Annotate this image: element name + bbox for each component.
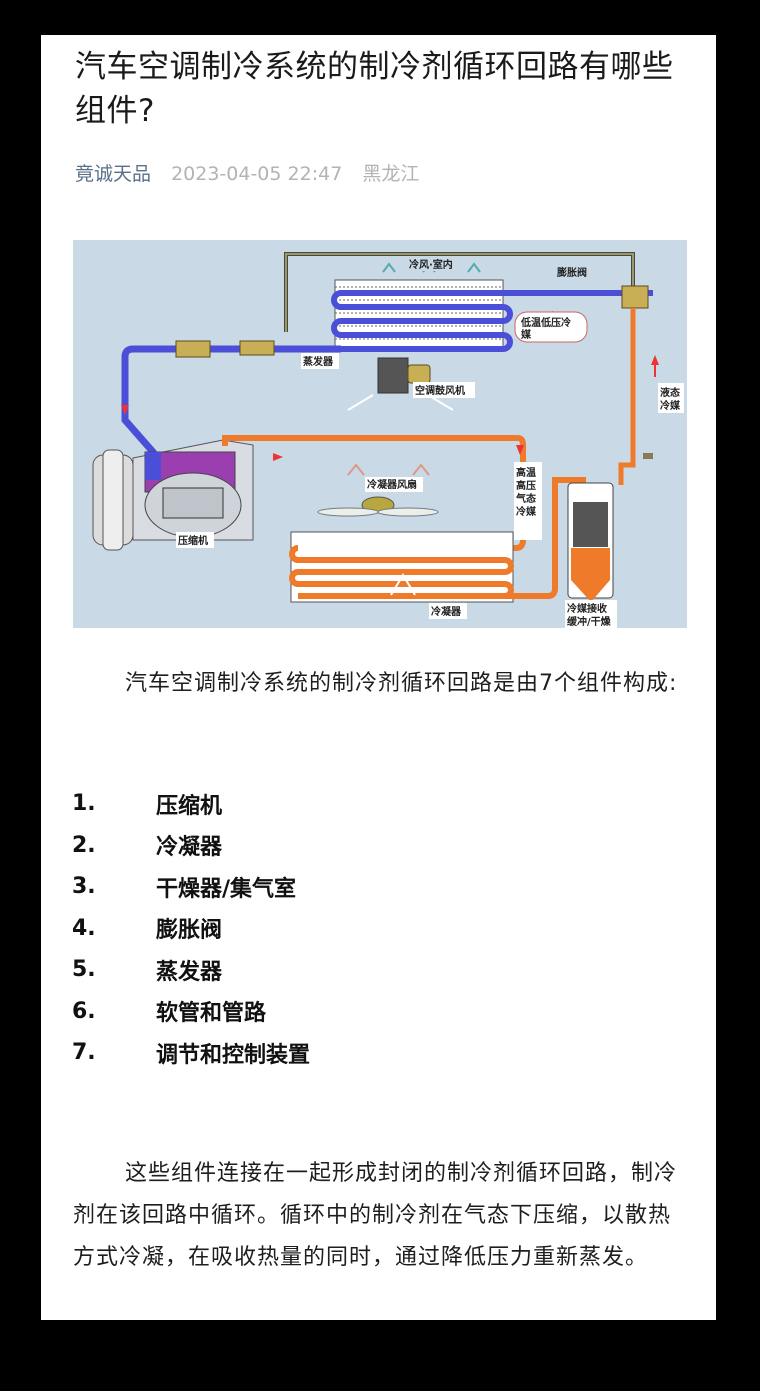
article-title: 汽车空调制冷系统的制冷剂循环回路有哪些组件? <box>75 49 674 129</box>
refrigeration-cycle-diagram[interactable]: 冷风·室内 膨胀阀 低温低压冷 媒 蒸发器 空调鼓风机 液态 冷媒 高温 高压 … <box>73 240 687 628</box>
conclusion-paragraph: 这些组件连接在一起形成封闭的制冷剂循环回路，制冷剂在该回路中循环。循环中的制冷剂… <box>73 1161 678 1270</box>
svg-text:缓冲/干燥: 缓冲/干燥 <box>566 615 612 628</box>
list-item: 1.压缩机 <box>72 791 223 819</box>
svg-text:气态: 气态 <box>515 492 536 505</box>
svg-text:媒: 媒 <box>520 328 532 341</box>
ac-blower-icon <box>377 357 431 394</box>
label-condenser-fan: 冷凝器风扇 <box>367 478 417 491</box>
label-low-temp: 低温低压冷 <box>520 316 571 329</box>
intro-paragraph: 汽车空调制冷系统的制冷剂循环回路是由7个组件构成: <box>125 671 678 696</box>
label-compressor: 压缩机 <box>178 534 208 547</box>
label-receiver: 冷媒接收 <box>567 602 607 615</box>
evaporator-icon <box>331 279 653 352</box>
svg-text:冷媒: 冷媒 <box>660 399 681 412</box>
list-item: 5.蒸发器 <box>72 957 223 985</box>
list-item: 7.调节和控制装置 <box>72 1040 311 1068</box>
compressor-icon <box>92 439 254 551</box>
article-meta: 竟诚天品 2023-04-05 22:47 黑龙江 <box>75 159 419 186</box>
list-item: 4.膨胀阀 <box>72 915 223 944</box>
svg-text:冷媒: 冷媒 <box>516 505 537 518</box>
label-condenser: 冷凝器 <box>431 605 462 618</box>
label-expansion-valve: 膨胀阀 <box>557 266 587 279</box>
label-evaporator: 蒸发器 <box>303 355 334 368</box>
condenser-icon <box>289 531 514 603</box>
receiver-drier-icon <box>567 482 614 602</box>
publish-date: 2023-04-05 22:47 <box>171 163 343 185</box>
article-page: 汽车空调制冷系统的制冷剂循环回路有哪些组件? 竟诚天品 2023-04-05 2… <box>41 35 716 1320</box>
author-name[interactable]: 竟诚天品 <box>75 163 152 185</box>
label-high-temp-gas: 高温 <box>516 466 536 479</box>
label-liquid-refrigerant: 液态 <box>660 386 680 399</box>
svg-text:高压: 高压 <box>516 479 536 492</box>
expansion-valve-icon <box>621 285 649 309</box>
label-cold-air: 冷风·室内 <box>409 258 453 271</box>
list-item: 6.软管和管路 <box>72 998 267 1027</box>
list-item: 3.干燥器/集气室 <box>72 874 297 902</box>
component-list: 1.压缩机 2.冷凝器 3.干燥器/集气室 4.膨胀阀 5.蒸发器 6.软管和管… <box>72 783 310 1074</box>
publish-location: 黑龙江 <box>362 163 420 185</box>
condenser-fan-icon <box>317 496 439 517</box>
list-item: 2.冷凝器 <box>72 832 223 861</box>
label-ac-blower: 空调鼓风机 <box>415 384 465 397</box>
